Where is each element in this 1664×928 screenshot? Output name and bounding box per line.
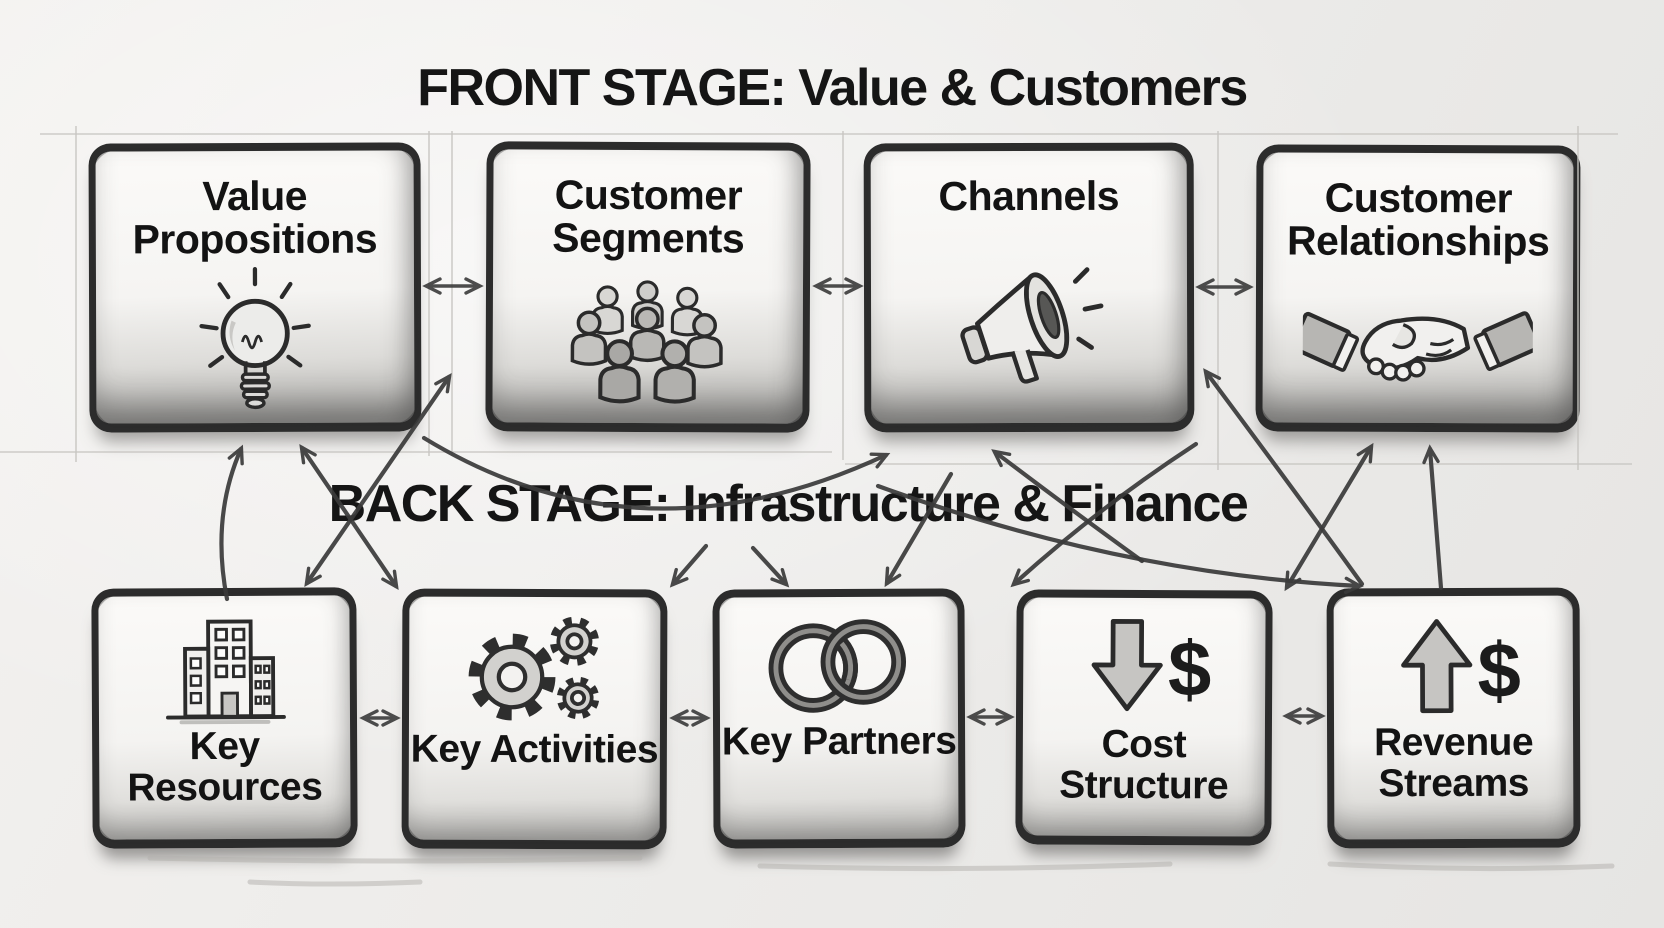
lightbulb-icon [180,262,331,424]
box-revenue-streams: $ Revenue Streams [1326,587,1581,849]
box-customer-relationships: Customer Relationships [1255,144,1581,433]
box-channels: Channels [863,142,1195,433]
interlocking-rings-icon [749,611,929,722]
dollar-sign-glyph: $ [1168,627,1212,713]
box-label: Channels [938,172,1120,220]
box-label: Revenue Streams [1373,720,1534,806]
arrow-into-kp-top-left [750,545,790,588]
box-label: Customer Relationships [1286,174,1550,265]
people-group-icon [547,260,748,423]
front-stage-title: FRONT STAGE: Value & Customers [417,59,1248,117]
box-cost-structure: $ Cost Structure [1015,589,1273,846]
box-value-propositions: Value Propositions [88,142,422,433]
back-stage-title: BACK STAGE: Infrastructure & Finance [328,475,1249,533]
arrow-into-ka-top-right [669,543,709,588]
down-arrow-dollar-icon: $ [1059,612,1230,725]
handshake-icon [1302,264,1534,424]
megaphone-icon [936,218,1122,423]
box-label: Value Propositions [132,172,378,263]
box-label: Cost Structure [1059,722,1229,808]
box-key-partners: Key Partners [712,588,966,849]
office-building-icon [149,610,300,727]
box-customer-segments: Customer Segments [485,141,811,433]
box-label: Key Activities [410,727,659,772]
box-label: Key Resources [127,724,323,810]
box-label: Customer Segments [552,171,745,262]
box-key-activities: Key Activities [401,588,668,850]
box-key-resources: Key Resources [91,587,358,849]
up-arrow-dollar-icon: $ [1368,610,1538,723]
gears-icon [454,611,614,730]
box-label: Key Partners [721,719,957,764]
dollar-sign-glyph: $ [1477,628,1521,714]
